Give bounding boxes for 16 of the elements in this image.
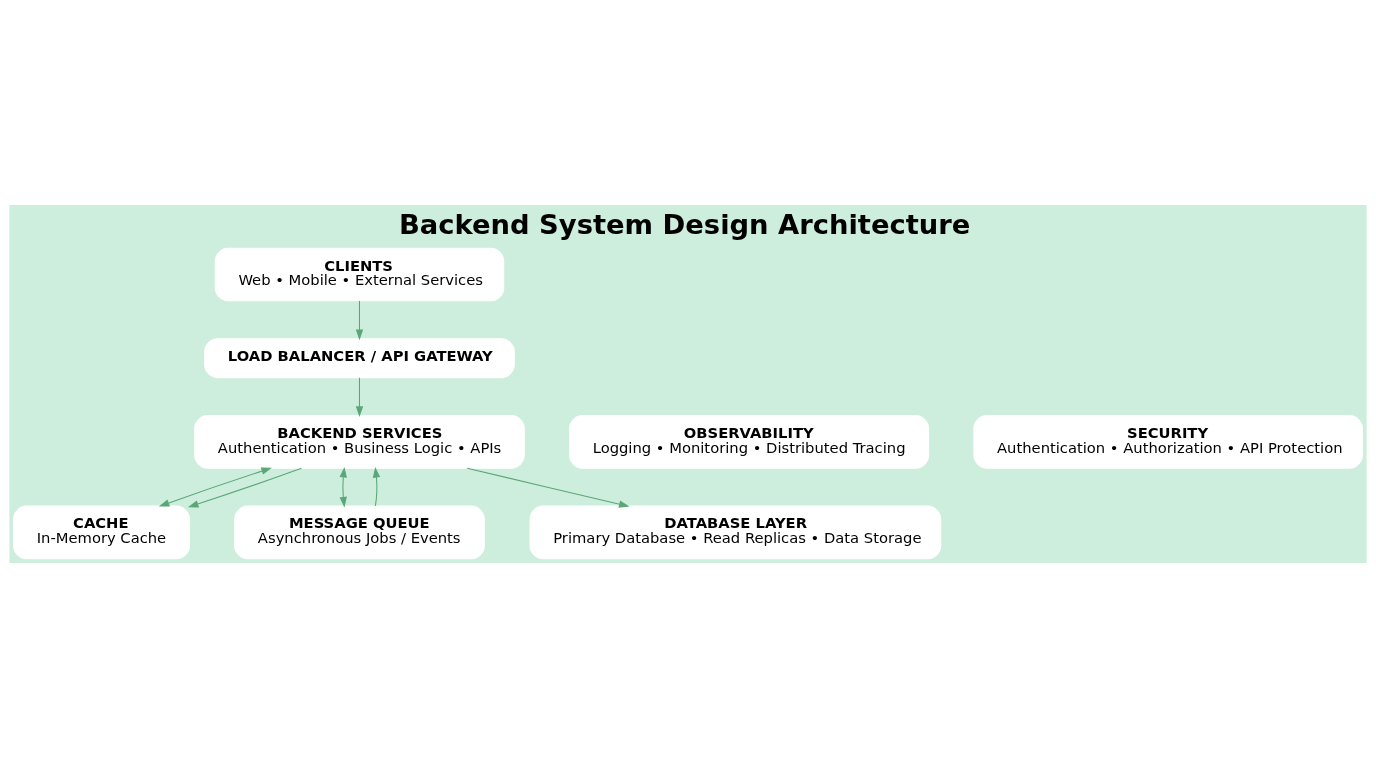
arrow: [355, 377, 364, 417]
arrow: [372, 466, 381, 507]
arrow: [339, 466, 347, 508]
node-box: CLIENTS Web • Mobile • External Services: [214, 247, 505, 302]
arrow: [158, 467, 272, 507]
node-box: OBSERVABILITY Logging • Monitoring • Distributed Tracing: [569, 415, 930, 469]
node-box: MESSAGE QUEUE Asynchronous Jobs / Events: [234, 505, 485, 560]
node-box: SECURITY Authentication • Authorization • API Protection: [973, 415, 1363, 469]
diagram-title: Backend System Design Architecture: [398, 209, 971, 241]
arrow: [466, 467, 630, 508]
node-box: DATABASE LAYER Primary Database • Read Replicas • Data Storage: [529, 505, 942, 560]
node-box: CACHE In-Memory Cache: [13, 505, 190, 560]
node-box: LOAD BALANCER / API GATEWAY: [204, 338, 515, 379]
arrow: [355, 300, 364, 341]
arrow: [187, 467, 302, 508]
node-box: BACKEND SERVICES Authentication • Business Logic • APIs: [194, 415, 525, 469]
